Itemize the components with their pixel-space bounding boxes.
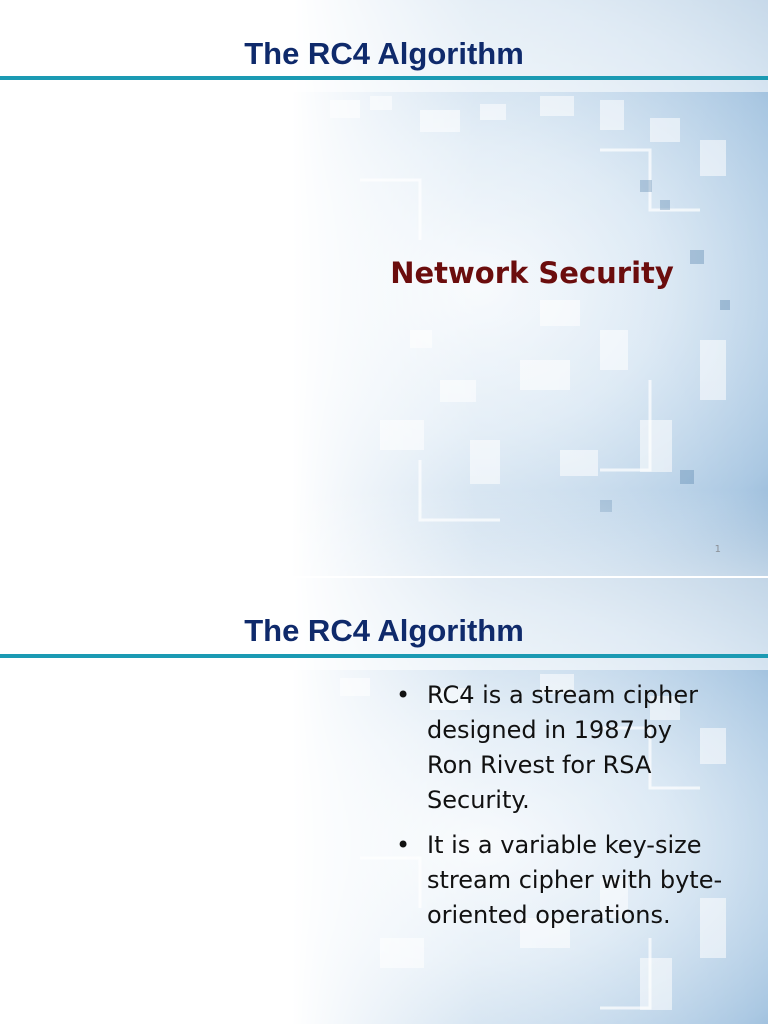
bullet-list: • RC4 is a stream cipher designed in 198… — [394, 678, 724, 943]
bullet-item: • RC4 is a stream cipher designed in 198… — [394, 678, 724, 818]
slide-1: The RC4 Algorithm Network Security 1 — [0, 0, 768, 576]
circuit-tunnel-background — [0, 578, 768, 1024]
bullet-icon: • — [396, 831, 411, 859]
slide-title: The RC4 Algorithm — [244, 36, 524, 71]
slide-number: 1 — [714, 544, 721, 555]
slide-title: The RC4 Algorithm — [244, 613, 524, 648]
title-divider — [0, 76, 768, 80]
slide-2: The RC4 Algorithm • RC4 is a stream ciph… — [0, 578, 768, 1024]
bullet-item: • It is a variable key-size stream ciphe… — [394, 828, 724, 933]
bullet-icon: • — [396, 681, 411, 709]
slide-subtitle: Network Security — [390, 256, 674, 290]
bullet-text: RC4 is a stream cipher designed in 1987 … — [427, 681, 698, 814]
bullet-text: It is a variable key-size stream cipher … — [427, 831, 723, 929]
title-divider — [0, 654, 768, 658]
circuit-tunnel-background — [0, 0, 768, 576]
